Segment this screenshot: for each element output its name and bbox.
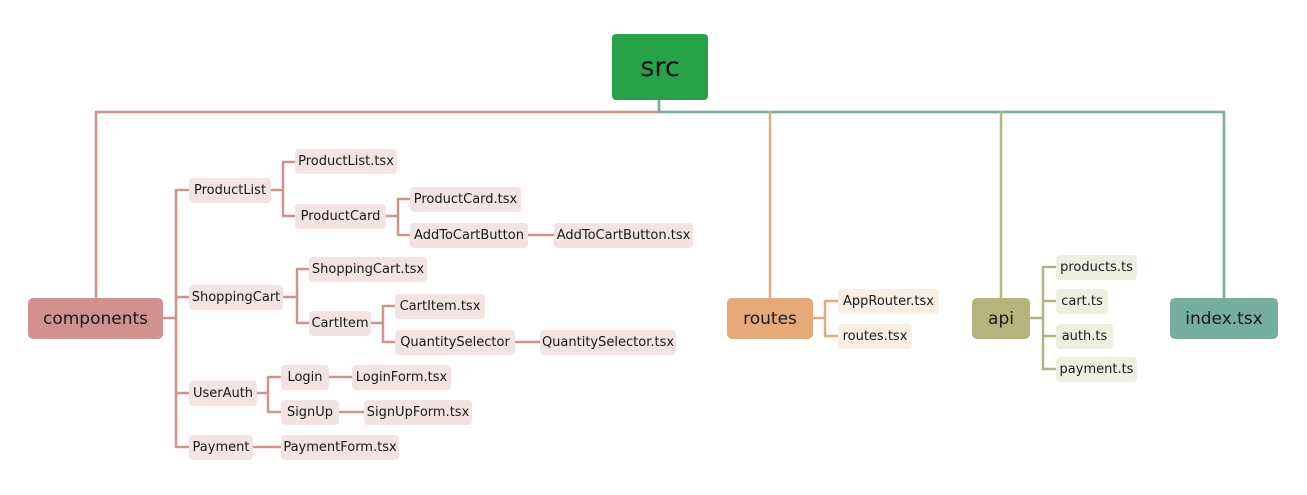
node-loginform-tsx: LoginForm.tsx (352, 365, 451, 390)
node-shoppingcart: ShoppingCart (189, 285, 283, 310)
node-addtocartbutton-tsx: AddToCartButton.tsx (554, 223, 693, 248)
node-productlist: ProductList (189, 178, 271, 203)
node-cartitem-tsx: CartItem.tsx (395, 294, 485, 319)
node-productcard-tsx: ProductCard.tsx (410, 187, 521, 212)
node-productcard: ProductCard (295, 204, 386, 229)
node-cart-ts: cart.ts (1056, 289, 1108, 314)
node-approuter-tsx: AppRouter.tsx (838, 289, 939, 314)
node-login: Login (281, 365, 329, 390)
connector-shoppingcart-children (281, 267, 311, 325)
connector-api-children (1028, 265, 1058, 371)
node-products-ts: products.ts (1056, 255, 1137, 280)
node-index-tsx: index.tsx (1170, 298, 1278, 339)
connector-routes-children (810, 299, 840, 338)
node-productlist-tsx: ProductList.tsx (295, 149, 397, 174)
connector-src-right (657, 98, 1226, 300)
node-api: api (972, 298, 1030, 339)
connector-productlist-children (269, 160, 297, 218)
node-auth-ts: auth.ts (1056, 324, 1113, 349)
node-components: components (28, 298, 163, 339)
node-paymentform-tsx: PaymentForm.tsx (281, 435, 399, 460)
node-signupform-tsx: SignUpForm.tsx (364, 400, 472, 425)
node-shoppingcart-tsx: ShoppingCart.tsx (309, 257, 427, 282)
node-payment-ts: payment.ts (1056, 357, 1137, 382)
connector-userauth-children (255, 375, 283, 414)
node-addtocartbutton: AddToCartButton (410, 223, 528, 248)
connector-productcard-children (384, 197, 412, 237)
node-quantityselector: QuantitySelector (395, 330, 515, 355)
node-cartitem: CartItem (309, 311, 371, 336)
node-payment: Payment (189, 435, 253, 460)
node-quantityselector-tsx: QuantitySelector.tsx (540, 330, 676, 355)
connector-components-children (161, 188, 191, 449)
connector-cartitem-children (369, 304, 397, 344)
node-routes: routes (727, 298, 813, 339)
node-signup: SignUp (281, 400, 339, 425)
node-routes-tsx: routes.tsx (838, 324, 912, 349)
node-userauth: UserAuth (189, 381, 257, 406)
node-src: src (612, 34, 708, 100)
